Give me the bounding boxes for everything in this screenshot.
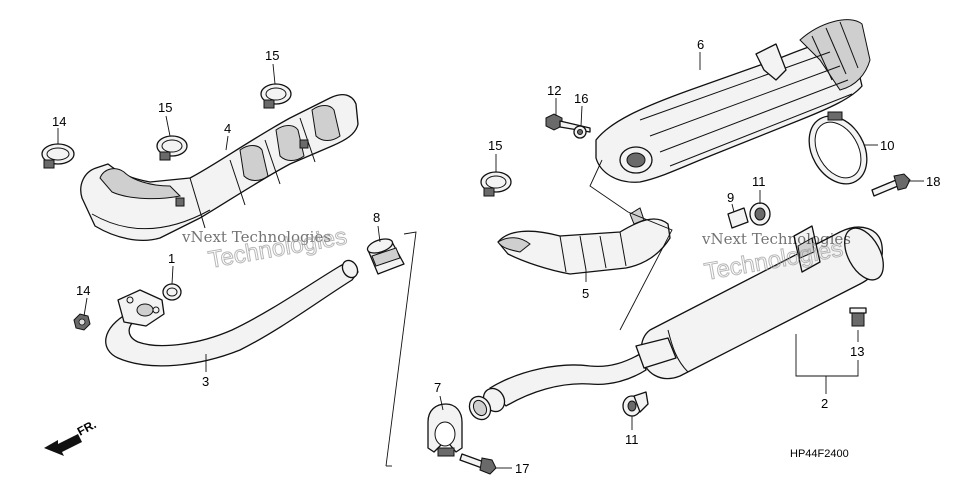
part-8-joint-sleeve bbox=[366, 238, 405, 275]
part-3-exhaust-pipe bbox=[105, 259, 359, 367]
part-15-clamp-top bbox=[260, 83, 292, 109]
callout-5: 5 bbox=[582, 286, 589, 301]
part-1-gasket bbox=[162, 283, 182, 301]
part-15-clamp-mid bbox=[156, 135, 188, 161]
part-4-heat-protector bbox=[80, 93, 359, 241]
callout-16: 16 bbox=[574, 91, 588, 106]
part-2-muffler bbox=[468, 225, 884, 421]
callout-15: 15 bbox=[488, 138, 502, 153]
part-17-bolt bbox=[459, 453, 497, 475]
leader-lines bbox=[57, 52, 924, 469]
diagram-code: HP44F2400 bbox=[790, 448, 849, 460]
callout-15: 15 bbox=[158, 100, 172, 115]
callout-8: 8 bbox=[373, 210, 380, 225]
part-6-muffler-protector bbox=[595, 19, 871, 183]
part-14-nut bbox=[73, 313, 91, 331]
callout-11: 11 bbox=[752, 174, 766, 189]
callout-15: 14 bbox=[52, 114, 66, 129]
callout-12: 12 bbox=[547, 83, 561, 98]
callouts: 14 15 15 15 4 1 14 3 8 7 17 5 6 12 16 10… bbox=[52, 37, 940, 476]
part-11-collar-lower bbox=[622, 391, 649, 417]
part-11-collar-upper bbox=[749, 202, 771, 226]
callout-17: 17 bbox=[515, 461, 529, 476]
callout-11: 11 bbox=[625, 432, 639, 447]
callout-10: 10 bbox=[880, 138, 894, 153]
part-16-washer bbox=[573, 125, 587, 139]
callout-6: 6 bbox=[697, 37, 704, 52]
part-15-clamp-center bbox=[480, 171, 512, 197]
arrow-icon bbox=[44, 434, 82, 456]
callout-9: 9 bbox=[727, 190, 734, 205]
callout-2: 2 bbox=[821, 396, 828, 411]
part-15-clamp-left bbox=[41, 143, 75, 169]
callout-1: 1 bbox=[168, 251, 175, 266]
callout-14: 14 bbox=[76, 283, 90, 298]
part-7-clamp bbox=[427, 403, 463, 457]
callout-3: 3 bbox=[202, 374, 209, 389]
watermark-line-1a: vNext Technologies bbox=[181, 228, 331, 246]
part-18-bolt bbox=[871, 173, 911, 197]
callout-15: 15 bbox=[265, 48, 279, 63]
watermark-line-1b: vNext Technologies bbox=[701, 230, 851, 248]
front-direction-indicator: FR. bbox=[44, 417, 98, 456]
part-9-rubber bbox=[727, 207, 749, 229]
part-5-heat-protector bbox=[497, 207, 671, 275]
callout-18: 18 bbox=[926, 174, 940, 189]
callout-7: 7 bbox=[434, 380, 441, 395]
callout-4: 4 bbox=[224, 121, 231, 136]
part-10-band bbox=[808, 111, 868, 185]
callout-13: 13 bbox=[850, 344, 864, 359]
part-13-plug bbox=[849, 307, 867, 327]
